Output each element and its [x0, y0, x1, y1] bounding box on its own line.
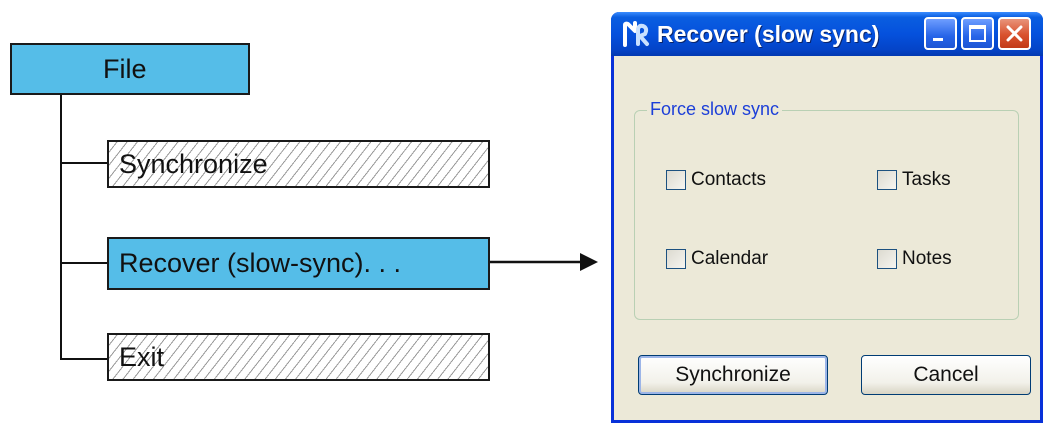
file-menu-label: File: [103, 53, 147, 84]
minimize-button[interactable]: [924, 17, 957, 50]
checkbox-contacts[interactable]: Contacts: [666, 169, 766, 191]
group-label: Force slow sync: [647, 99, 783, 120]
cancel-button[interactable]: Cancel: [861, 355, 1031, 395]
checkbox-tasks-label: Tasks: [902, 169, 951, 190]
arrow-connector: [490, 253, 598, 271]
menu-item-recover: Recover (slow-sync). . .: [107, 237, 490, 290]
recover-dialog: Recover (slow sync) Force slow sync Cont…: [611, 12, 1043, 423]
checkbox-calendar-label: Calendar: [691, 248, 769, 269]
checkbox-contacts-box[interactable]: [666, 170, 686, 190]
checkbox-notes-label: Notes: [902, 248, 952, 269]
tree-branch-exit: [60, 358, 109, 360]
menu-item-exit-label: Exit: [119, 341, 165, 372]
checkbox-calendar-box[interactable]: [666, 249, 686, 269]
dialog-titlebar[interactable]: Recover (slow sync): [611, 12, 1043, 56]
close-icon: [1006, 25, 1023, 42]
close-button[interactable]: [998, 17, 1031, 50]
menu-item-recover-label: Recover (slow-sync). . .: [119, 248, 402, 278]
checkbox-calendar[interactable]: Calendar: [666, 248, 768, 270]
checkbox-notes-box[interactable]: [877, 249, 897, 269]
maximize-icon: [969, 25, 986, 42]
checkbox-contacts-label: Contacts: [691, 169, 766, 190]
menu-item-exit: Exit: [107, 333, 490, 381]
checkbox-tasks[interactable]: Tasks: [877, 169, 951, 191]
tree-branch-synchronize: [60, 162, 109, 164]
force-slow-sync-group: Force slow sync Contacts Tasks Calendar …: [634, 99, 1019, 320]
menu-item-synchronize: Synchronize: [107, 140, 490, 188]
file-menu-box: File: [10, 43, 250, 95]
checkbox-notes[interactable]: Notes: [877, 248, 952, 270]
tree-trunk: [60, 95, 62, 359]
synchronize-button[interactable]: Synchronize: [638, 355, 828, 395]
checkbox-tasks-box[interactable]: [877, 170, 897, 190]
app-logo-icon: [623, 21, 649, 47]
menu-item-synchronize-label: Synchronize: [119, 148, 268, 179]
maximize-button[interactable]: [961, 17, 994, 50]
tree-branch-recover: [60, 262, 109, 264]
dialog-title: Recover (slow sync): [657, 20, 880, 47]
minimize-icon: [933, 38, 943, 41]
